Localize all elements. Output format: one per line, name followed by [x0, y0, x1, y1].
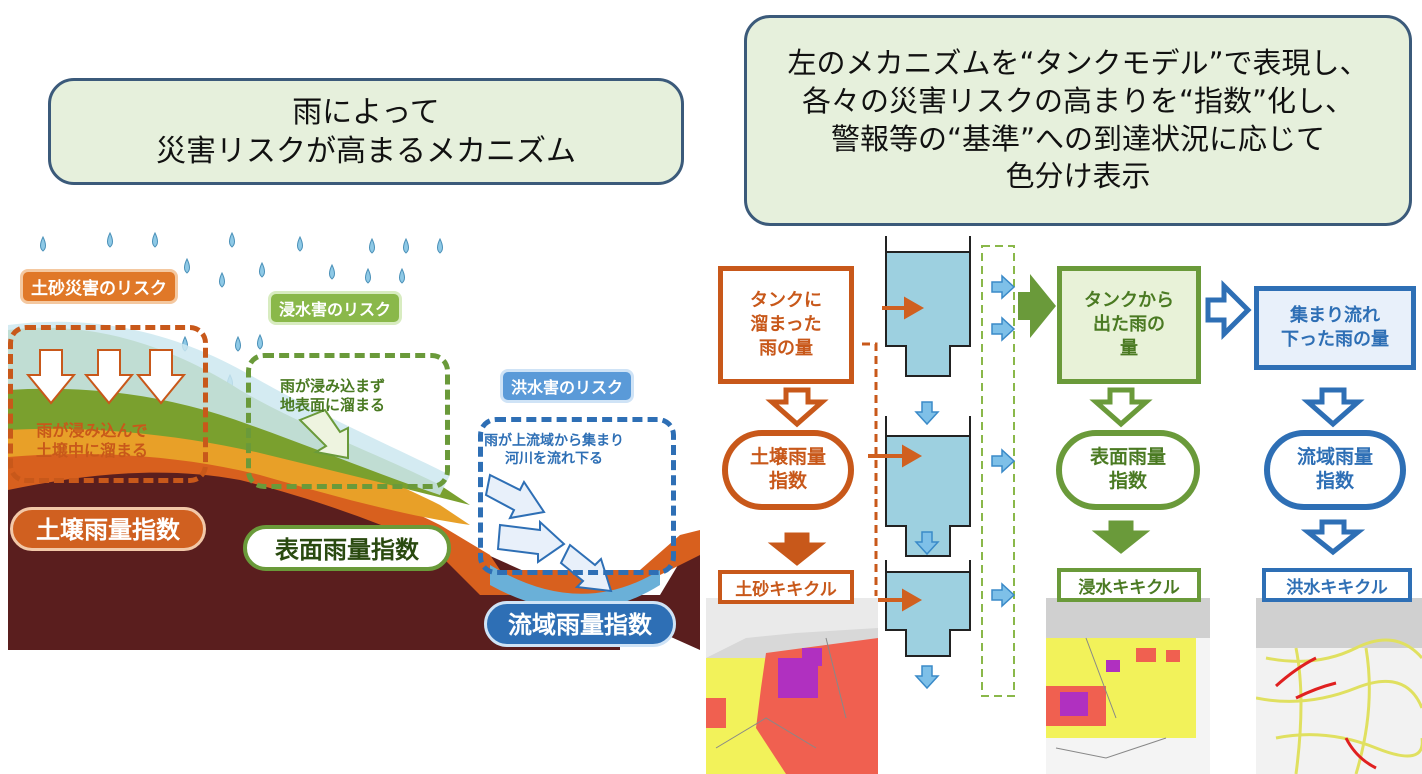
left-title-box: 雨によって 災害リスクが高まるメカニズム [48, 78, 684, 185]
tank-stored-box: タンクに 溜まった 雨の量 [718, 266, 854, 384]
inundation-map-tag: 浸水キキクル [1057, 568, 1201, 602]
soil-index-badge: 土壌雨量指数 [10, 507, 206, 551]
inundation-map [1046, 598, 1210, 774]
river-text: 雨が上流域から集まり 河川を流れ下る [484, 433, 624, 467]
landslide-risk-label: 土砂災害のリスク [20, 269, 178, 304]
inundation-risk-label: 浸水害のリスク [268, 291, 403, 325]
flood-map-tag: 洪水キキクル [1262, 568, 1412, 602]
flow-diagram [765, 236, 1366, 697]
right-title-box: 左のメカニズムを“タンクモデル”で表現し、 各々の災害リスクの高まりを“指数”化… [744, 15, 1412, 226]
soil-index-pill: 土壌雨量 指数 [722, 430, 854, 510]
landslide-map-tag: 土砂キキクル [718, 570, 854, 604]
gathered-flow-box: 集まり流れ 下った雨の量 [1254, 286, 1416, 370]
surface-index-badge: 表面雨量指数 [243, 525, 451, 571]
down-arrow-icon [25, 349, 187, 405]
landslide-map [706, 598, 878, 774]
right-arrow-icon [484, 473, 613, 593]
surface-index-pill: 表面雨量 指数 [1056, 430, 1200, 510]
mechanism-illustration: 土砂災害のリスク 浸水害のリスク 洪水害のリスク 雨が浸み込んで 土壌中に溜まる… [0, 225, 700, 680]
landslide-zone [8, 325, 208, 483]
surface-text: 雨が浸み込まず 地表面に溜まる [280, 377, 386, 414]
inundation-zone [246, 353, 450, 489]
flood-map [1256, 598, 1422, 774]
basin-index-pill: 流域雨量 指数 [1264, 430, 1406, 510]
basin-index-badge: 流域雨量指数 [484, 601, 676, 647]
flood-risk-label: 洪水害のリスク [500, 369, 635, 403]
tank-out-box: タンクから 出た雨の 量 [1057, 266, 1201, 384]
left-title: 雨によって 災害リスクが高まるメカニズム [156, 94, 576, 169]
soil-text: 雨が浸み込んで 土壌中に溜まる [36, 421, 149, 460]
flood-zone [478, 417, 676, 575]
right-title: 左のメカニズムを“タンクモデル”で表現し、 各々の災害リスクの高まりを“指数”化… [787, 46, 1369, 194]
